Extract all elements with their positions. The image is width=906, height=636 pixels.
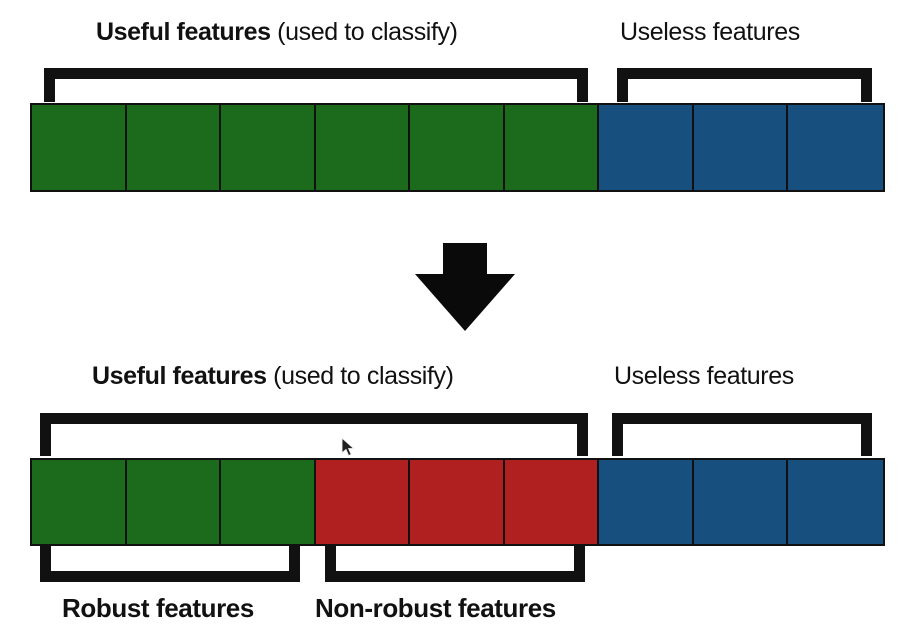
feature-cell-green (32, 460, 127, 544)
bottom-useless-features-label: Useless features (614, 362, 794, 390)
bottom-useful-features-bold: Useful features (92, 362, 267, 390)
bottom-useless-bracket (612, 413, 872, 456)
feature-cell-green (126, 460, 222, 544)
feature-cell-blue (788, 105, 883, 190)
feature-cell-green (126, 105, 222, 190)
feature-cell-green (32, 105, 127, 190)
transformation-arrow-down (415, 243, 515, 331)
non-robust-features-label: Non-robust features (315, 593, 556, 623)
feature-cell-blue (693, 460, 789, 544)
feature-cell-blue (599, 460, 694, 544)
top-useful-features-bold: Useful features (96, 18, 271, 46)
feature-cell-blue (599, 105, 694, 190)
bottom-useful-features-paren: (used to classify) (266, 362, 454, 390)
feature-cell-red (410, 460, 505, 544)
feature-cell-green (315, 105, 411, 190)
non-robust-features-bracket (325, 546, 585, 582)
feature-cell-green (410, 105, 505, 190)
feature-cell-red (504, 460, 600, 544)
feature-cell-blue (693, 105, 789, 190)
top-useful-features-label: Useful features (used to classify) (96, 20, 458, 45)
top-useless-bracket (617, 68, 872, 102)
bottom-useful-bracket (40, 413, 588, 456)
arrow-head (415, 274, 515, 331)
feature-bar-bottom (30, 458, 885, 546)
feature-cell-green (221, 105, 316, 190)
feature-cell-blue (788, 460, 883, 544)
bottom-useful-features-label: Useful features (used to classify) (92, 364, 454, 389)
top-useful-bracket (44, 68, 588, 102)
robust-features-bracket (40, 546, 300, 582)
feature-cell-green (504, 105, 600, 190)
top-useless-features-label: Useless features (620, 18, 800, 46)
top-useful-features-paren: (used to classify) (270, 18, 458, 46)
feature-cell-red (315, 460, 411, 544)
arrow-shaft (443, 243, 487, 277)
feature-cell-green (221, 460, 316, 544)
robust-features-label: Robust features (62, 593, 254, 623)
feature-bar-top (30, 103, 885, 192)
